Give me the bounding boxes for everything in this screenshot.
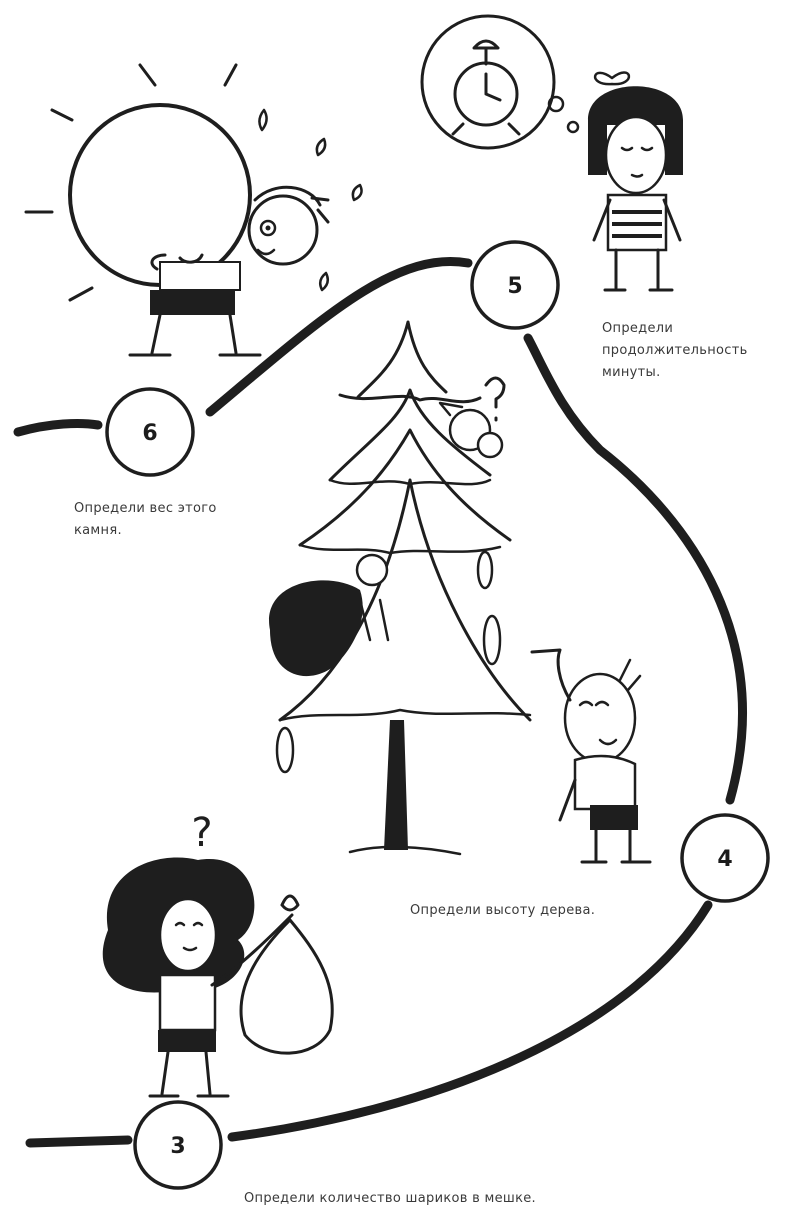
station-3-task: Определи количество шариков в мешке. — [243, 1191, 536, 1206]
winding-path — [13, 257, 747, 1148]
boy-measuring-illustration — [530, 648, 652, 864]
sack-icon — [239, 894, 334, 1055]
station-6-task: Определи вес этого камня. — [74, 501, 217, 538]
station-marker-5: 5 — [470, 240, 560, 330]
alarm-clock-icon — [451, 39, 521, 136]
station-5-task: Определи продолжительность минуты. — [602, 321, 748, 380]
station-4-task: Определи высоту дерева. — [410, 903, 596, 918]
squirrel-icon — [269, 553, 390, 677]
station-marker-3: 3 — [133, 1100, 223, 1190]
station-number-3: 3 — [170, 1134, 185, 1159]
station-number-4: 4 — [717, 847, 732, 872]
station-number-6: 6 — [142, 421, 157, 446]
station-number-5: 5 — [507, 274, 522, 299]
fir-tree-illustration — [269, 320, 532, 856]
boy-with-stone-illustration — [24, 63, 363, 357]
girl-with-clock-illustration — [420, 14, 683, 292]
girl-with-sack-illustration: ? — [102, 810, 334, 1098]
station-marker-6: 6 — [105, 387, 195, 477]
sun-rays — [24, 63, 238, 302]
question-mark-icon: ? — [191, 810, 212, 856]
bird-icon — [438, 376, 506, 459]
station-marker-4: 4 — [680, 813, 770, 903]
